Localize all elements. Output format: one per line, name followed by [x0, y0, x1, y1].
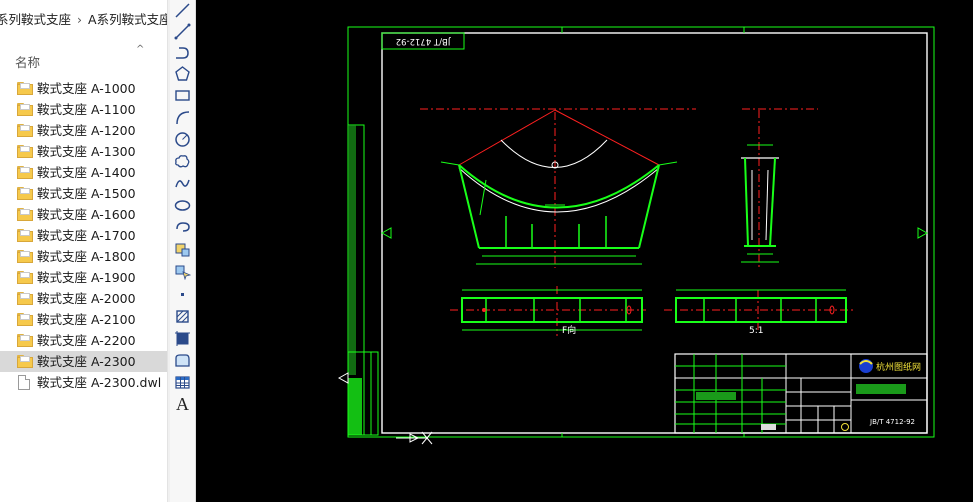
table-tool-icon[interactable]	[172, 372, 193, 392]
folder-list-item[interactable]: 鞍式支座 A-2200	[0, 330, 167, 351]
plate-label-f: F向	[562, 324, 576, 336]
file-name-label: 鞍式支座 A-1400	[37, 165, 136, 180]
line-tool-icon[interactable]	[172, 0, 193, 20]
spline-tool-icon[interactable]	[172, 173, 193, 193]
outer-border	[347, 26, 935, 438]
folder-list-item[interactable]: 鞍式支座 A-1900	[0, 267, 167, 288]
binding-table-fill	[348, 378, 362, 435]
folder-icon	[17, 124, 33, 137]
folder-list-item[interactable]: 鞍式支座 A-1200	[0, 120, 167, 141]
rectangle-tool-icon[interactable]	[172, 85, 193, 105]
file-name-label: 鞍式支座 A-2000	[37, 291, 136, 306]
folder-list-item[interactable]: 鞍式支座 A-2100	[0, 309, 167, 330]
point-tool-icon[interactable]	[172, 284, 193, 304]
title-block: 杭州图纸网 JB/T 4712-92	[674, 353, 928, 434]
file-name-label: 鞍式支座 A-2300.dwl	[37, 375, 162, 390]
folder-icon	[17, 334, 33, 347]
make-block-tool-icon[interactable]	[172, 261, 193, 281]
file-name-label: 鞍式支座 A-2100	[37, 312, 136, 327]
inner-border	[381, 32, 928, 434]
title-code-text: JB/T 4712-92	[869, 418, 915, 426]
spline-pline-tool-icon[interactable]	[172, 42, 193, 62]
center-marker-right	[917, 227, 929, 239]
saddle-side-view	[741, 110, 779, 270]
folder-list-item[interactable]: 鞍式支座 A-1000	[0, 78, 167, 99]
saddle-curve	[458, 164, 660, 209]
saddle-front-view	[420, 108, 818, 268]
breadcrumb-item-parent[interactable]: 系列鞍式支座	[0, 12, 72, 27]
company-name: 杭州图纸网	[876, 361, 921, 373]
file-name-label: 鞍式支座 A-1500	[37, 186, 136, 201]
folder-list-item[interactable]: 鞍式支座 A-1300	[0, 141, 167, 162]
folder-list-item[interactable]: 鞍式支座 A-1400	[0, 162, 167, 183]
arc-tool-icon[interactable]	[172, 107, 193, 127]
folder-list-item[interactable]: 鞍式支座 A-2000	[0, 288, 167, 309]
breadcrumb-separator: ›	[77, 12, 83, 27]
folder-list-item[interactable]: 鞍式支座 A-1100	[0, 99, 167, 120]
sort-ascending-icon[interactable]: ^	[136, 44, 145, 55]
folder-list-item[interactable]: 鞍式支座 A-2300	[0, 351, 167, 372]
folder-list-item[interactable]: 鞍式支座 A-1800	[0, 246, 167, 267]
file-list: 鞍式支座 A-1000 鞍式支座 A-1100 鞍式支座 A-1200 鞍式支座 A-…	[0, 78, 167, 393]
hatch-tool-icon[interactable]	[172, 306, 193, 326]
saddle-angle-arc	[500, 139, 608, 168]
base-plate-view-right: 5:1	[664, 289, 856, 336]
folder-icon	[17, 292, 33, 305]
base-plate-view-left: F向	[450, 286, 646, 336]
file-name-label: 鞍式支座 A-1000	[37, 81, 136, 96]
folder-icon	[17, 82, 33, 95]
mtext-tool-icon[interactable]: A	[176, 393, 189, 414]
file-name-label: 鞍式支座 A-2300	[37, 354, 136, 369]
folder-icon	[17, 187, 33, 200]
draw-toolbar: A	[170, 0, 196, 502]
view-label: 5:1	[749, 326, 763, 336]
file-name-label: 鞍式支座 A-2200	[37, 333, 136, 348]
center-marker-left	[380, 227, 392, 239]
cad-drawing-canvas[interactable]: JB/T 4712-92	[196, 0, 973, 502]
insert-block-tool-icon[interactable]	[172, 239, 193, 259]
folder-list-item[interactable]: 鞍式支座 A-1700	[0, 225, 167, 246]
file-list-item[interactable]: 鞍式支座 A-2300.dwl	[0, 372, 167, 393]
folder-icon	[17, 208, 33, 221]
file-name-label: 鞍式支座 A-1900	[37, 270, 136, 285]
standard-code-text: JB/T 4712-92	[396, 36, 452, 46]
polygon-tool-icon[interactable]	[172, 63, 193, 83]
folder-icon	[17, 271, 33, 284]
cad-drawing: JB/T 4712-92	[337, 26, 935, 445]
ucs-marker	[337, 372, 349, 384]
gradient-tool-icon[interactable]	[172, 328, 193, 348]
folder-icon	[17, 145, 33, 158]
breadcrumb: 系列鞍式支座 › A系列鞍式支座	[0, 9, 167, 29]
ellipse-arc-tool-icon[interactable]	[172, 217, 193, 237]
file-name-label: 鞍式支座 A-1100	[37, 102, 136, 117]
column-header: ^ 名称	[0, 44, 167, 74]
folder-list-item[interactable]: 鞍式支座 A-1500	[0, 183, 167, 204]
file-name-label: 鞍式支座 A-1800	[37, 249, 136, 264]
revision-cloud-tool-icon[interactable]	[172, 151, 193, 171]
folder-icon	[17, 250, 33, 263]
file-name-label: 鞍式支座 A-1600	[37, 207, 136, 222]
file-explorer-pane: 系列鞍式支座 › A系列鞍式支座 ^ 名称 鞍式支座 A-1000 鞍式支座 A-11…	[0, 0, 167, 502]
file-name-label: 鞍式支座 A-1700	[37, 228, 136, 243]
file-name-label: 鞍式支座 A-1200	[37, 123, 136, 138]
folder-icon	[17, 313, 33, 326]
region-tool-icon[interactable]	[172, 350, 193, 370]
binding-strip-fill	[348, 125, 356, 375]
polyline-tool-icon[interactable]	[172, 21, 193, 41]
folder-icon	[17, 355, 33, 368]
code-box	[381, 32, 465, 50]
folder-icon	[17, 166, 33, 179]
circle-tool-icon[interactable]	[172, 129, 193, 149]
file-icon	[18, 375, 30, 390]
file-name-label: 鞍式支座 A-1300	[37, 144, 136, 159]
folder-icon	[17, 103, 33, 116]
folder-icon	[17, 229, 33, 242]
breadcrumb-item-current[interactable]: A系列鞍式支座	[88, 12, 167, 27]
ellipse-tool-icon[interactable]	[172, 195, 193, 215]
folder-list-item[interactable]: 鞍式支座 A-1600	[0, 204, 167, 225]
column-header-name[interactable]: 名称	[15, 55, 41, 70]
